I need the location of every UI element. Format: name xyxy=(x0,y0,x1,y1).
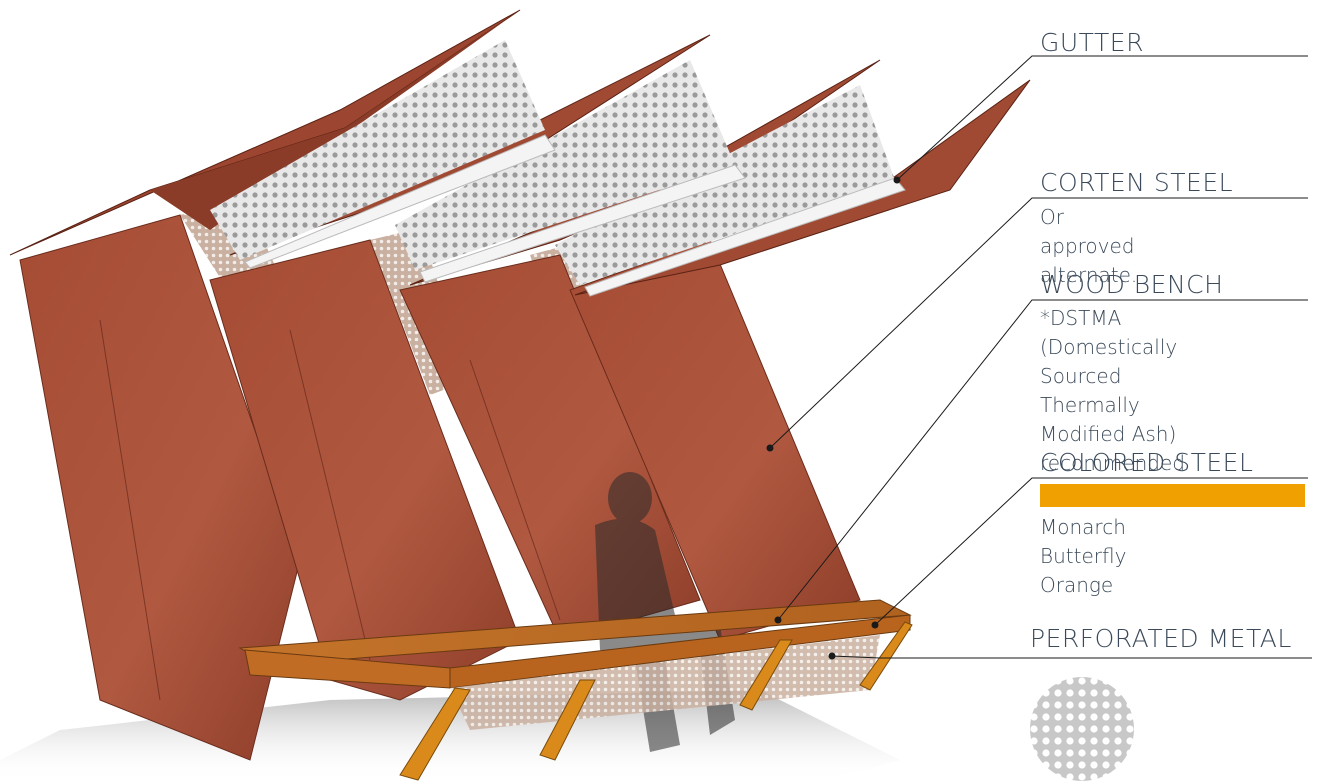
corten-steel-title: CORTEN STEEL xyxy=(1040,170,1233,195)
perforated-sample-icon xyxy=(1028,675,1136,783)
perforated-metal-title: PERFORATED METAL xyxy=(1030,626,1292,651)
wood-bench-title: WOOD BENCH xyxy=(1040,272,1223,297)
gutter-title: GUTTER xyxy=(1040,30,1144,55)
colored-steel-title: COLORED STEEL xyxy=(1040,450,1253,475)
color-swatch xyxy=(1040,484,1305,507)
colored-steel-note: Monarch Butterfly Orange xyxy=(1040,513,1126,600)
